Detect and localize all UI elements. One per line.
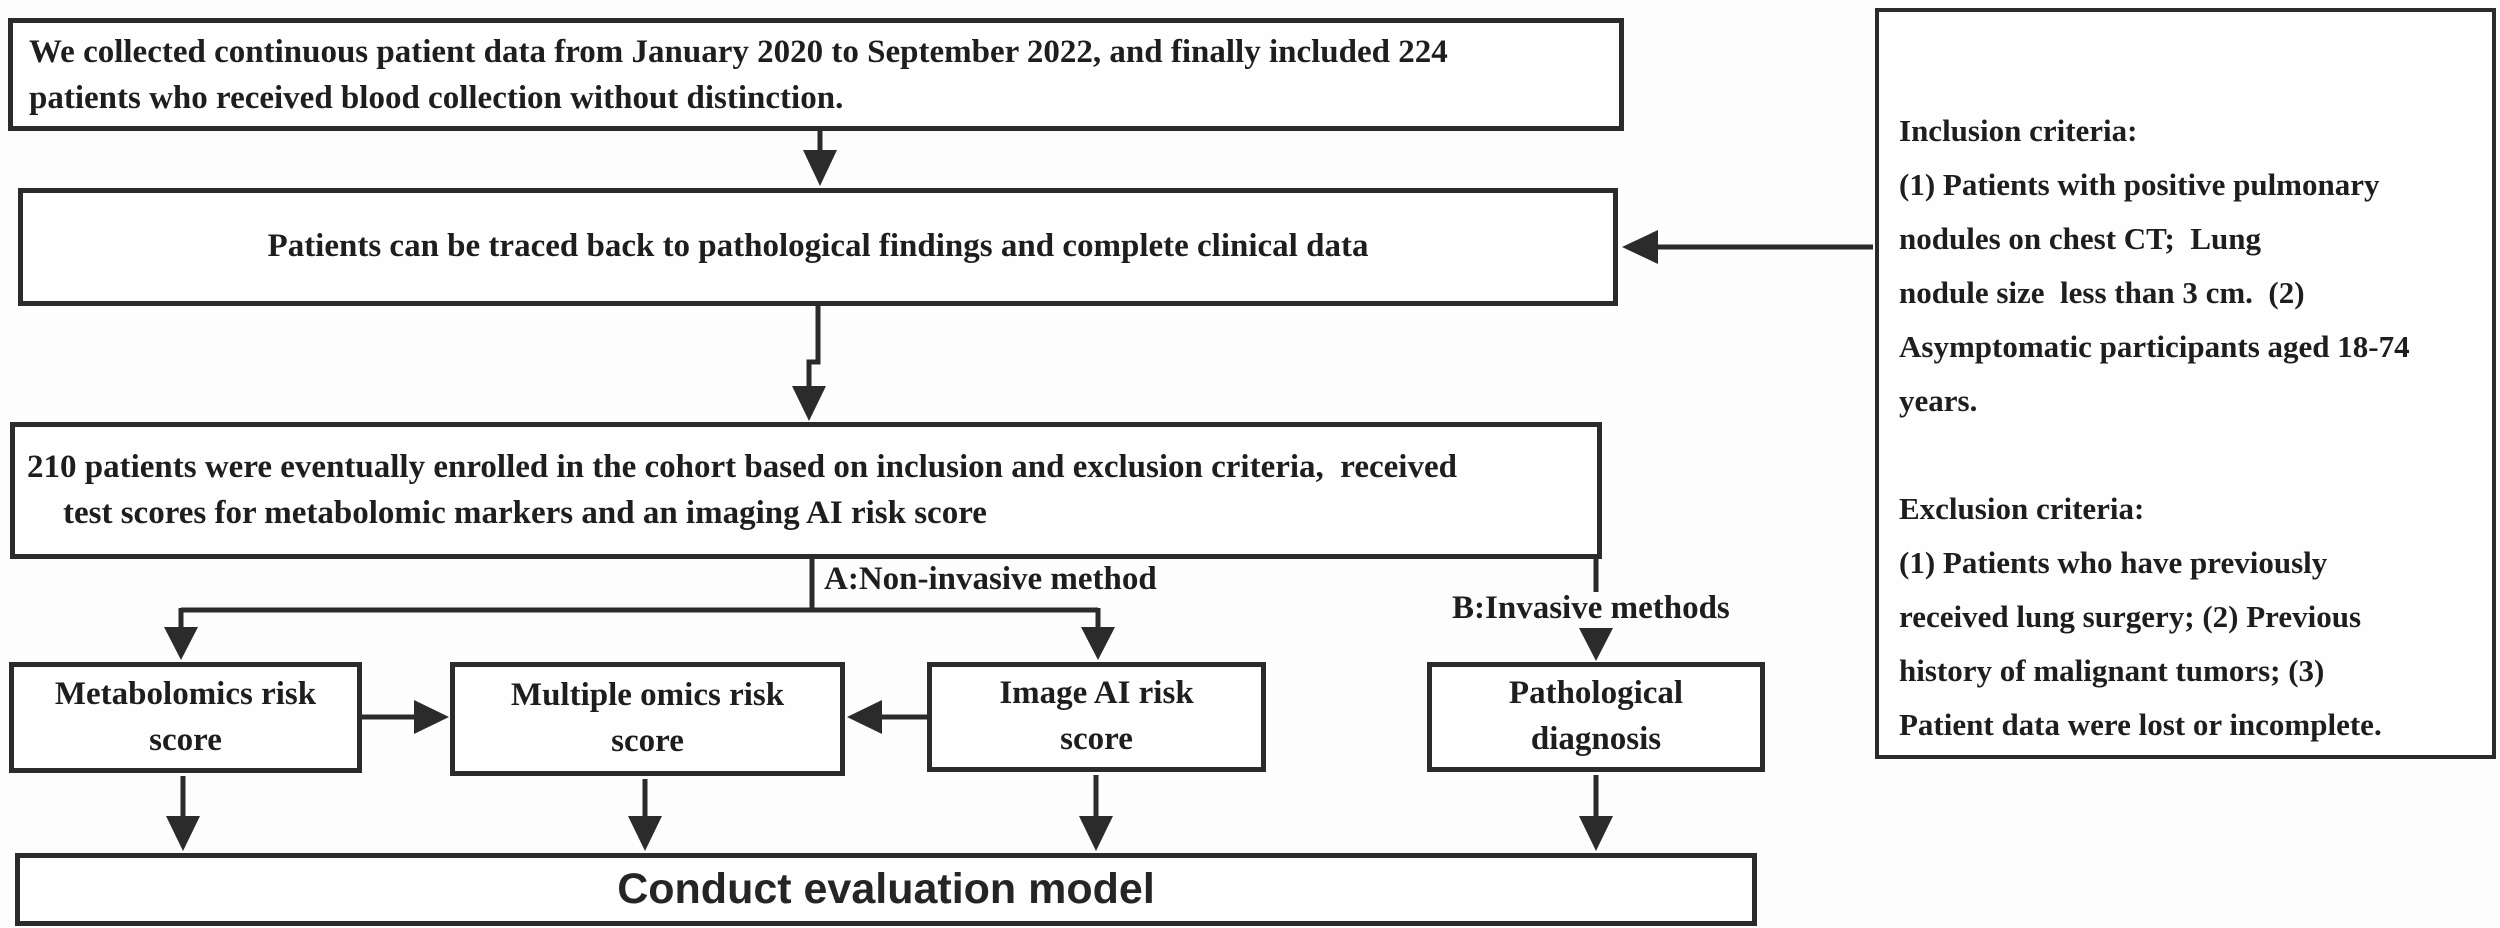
arrow-pathological-to-evaluation	[1579, 775, 1613, 851]
box-data-collection-line1: We collected continuous patient data fro…	[29, 33, 1448, 70]
arrowhead-down-icon	[164, 627, 198, 660]
arrowhead-left-icon	[847, 700, 882, 734]
box-enrolled-line1: 210 patients were eventually enrolled in…	[27, 448, 1457, 485]
criteria-exclusion-text: Exclusion criteria: (1) Patients who hav…	[1899, 491, 2382, 742]
box-multiomics-text: Multiple omics risk score	[510, 677, 785, 759]
criteria-inclusion-text: Inclusion criteria: (1) Patients with po…	[1899, 113, 2410, 418]
arrowhead-down-icon	[792, 386, 826, 421]
arrow-collection-to-traceback	[803, 128, 837, 186]
arrow-imageai-to-evaluation	[1079, 775, 1113, 851]
arrowhead-down-icon	[1079, 816, 1113, 851]
arrowhead-left-icon	[1622, 230, 1658, 264]
box-traceback: Patients can be traced back to pathologi…	[18, 188, 1618, 306]
arrowhead-down-icon	[1579, 816, 1613, 851]
box-conduct-evaluation-model: Conduct evaluation model	[15, 853, 1757, 926]
arrow-metabolomics-to-evaluation	[166, 776, 200, 851]
arrow-metabolomics-to-multiomics	[360, 700, 449, 734]
arrowhead-down-icon	[1579, 628, 1613, 661]
box-data-collection-line2: patients who received blood collection w…	[29, 79, 844, 116]
branch-b-connectors	[1579, 558, 1613, 661]
box-pathological-text: Pathological diagnosis	[1508, 675, 1684, 757]
arrow-traceback-to-enrolled	[792, 303, 826, 421]
arrow-criteria-to-traceback	[1622, 230, 1873, 264]
box-data-collection: We collected continuous patient data fro…	[8, 18, 1624, 131]
box-pathological-diagnosis: Pathological diagnosis	[1427, 662, 1765, 772]
box-enrolled-cohort: 210 patients were eventually enrolled in…	[10, 422, 1602, 559]
box-inclusion-exclusion-criteria: Inclusion criteria: (1) Patients with po…	[1875, 8, 2496, 759]
arrowhead-right-icon	[414, 700, 449, 734]
arrowhead-down-icon	[803, 150, 837, 186]
arrowhead-down-icon	[628, 816, 662, 851]
box-metabolomics-text: Metabolomics risk score	[54, 675, 317, 758]
box-evaluation-text: Conduct evaluation model	[617, 864, 1155, 913]
arrowhead-down-icon	[1081, 627, 1115, 660]
branch-a-connectors	[164, 558, 1115, 660]
box-enrolled-line2: test scores for metabolomic markers and …	[63, 494, 987, 531]
branch-b-label: B:Invasive methods	[1452, 590, 1730, 626]
box-multiple-omics-risk-score: Multiple omics risk score	[450, 662, 845, 776]
box-image-ai-risk-score: Image AI risk score	[927, 662, 1266, 772]
arrow-imageai-to-multiomics	[847, 700, 928, 734]
box-imageai-text: Image AI risk score	[999, 675, 1194, 757]
arrow-shaft	[806, 303, 821, 388]
arrow-multiomics-to-evaluation	[628, 779, 662, 851]
branch-a-label: A:Non-invasive method	[824, 561, 1157, 597]
box-metabolomics-risk-score: Metabolomics risk score	[9, 662, 362, 773]
arrowhead-down-icon	[166, 816, 200, 851]
box-traceback-text: Patients can be traced back to pathologi…	[267, 228, 1369, 265]
